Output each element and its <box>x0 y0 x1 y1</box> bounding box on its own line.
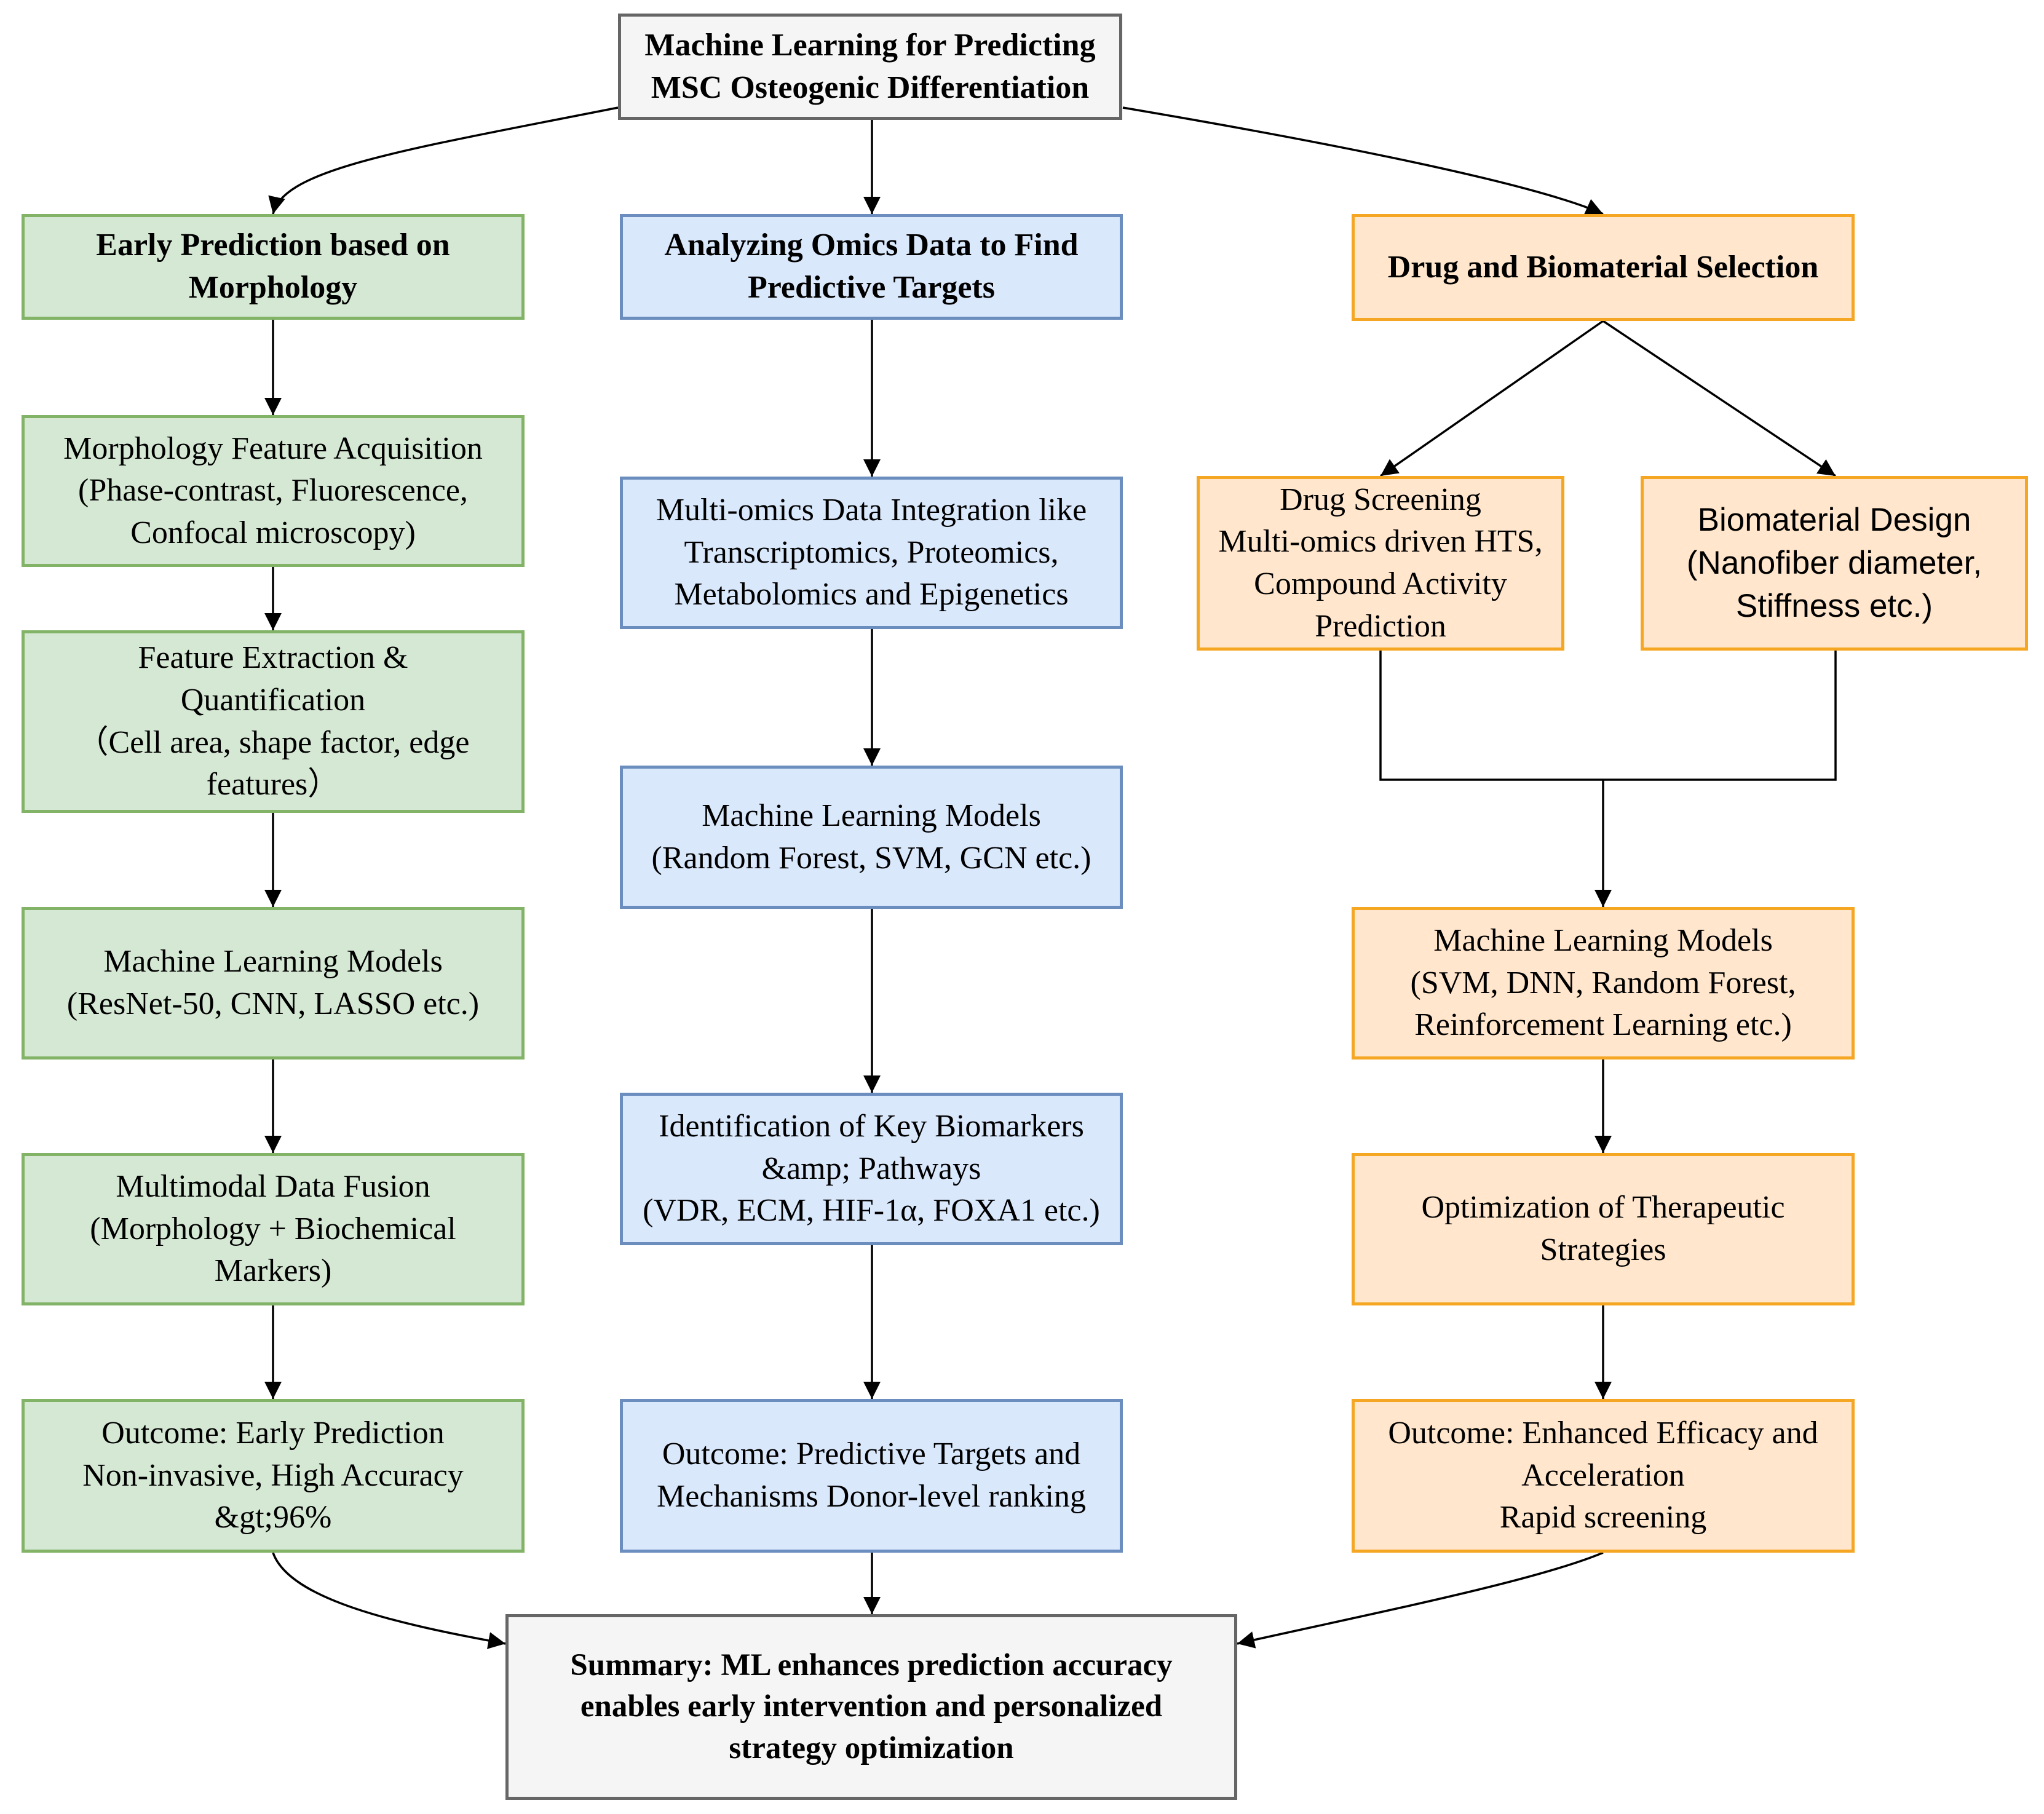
drug-screening-line-2: Multi-omics driven HTS, <box>1218 524 1543 560</box>
morphology-feature-acquisition-node: Morphology Feature Acquisition (Phase-co… <box>22 415 525 567</box>
summary-line-3: strategy optimization <box>729 1730 1014 1765</box>
edge-right-to-drug <box>1380 320 1604 477</box>
biomaterial-line-3: Stiffness etc.) <box>1735 587 1933 624</box>
data-fusion-line-3: Markers) <box>214 1253 332 1289</box>
biomarkers-line-2: &amp; Pathways <box>761 1151 981 1186</box>
feature-extraction-line-2: Quantification <box>180 682 366 718</box>
middle-ml-line-1: Machine Learning Models <box>702 798 1041 833</box>
middle-header-line-1: Analyzing Omics Data to Find <box>664 228 1079 263</box>
middle-outcome-node: Outcome: Predictive Targets and Mechanis… <box>620 1399 1123 1553</box>
feature-acquisition-line-1: Morphology Feature Acquisition <box>63 430 483 466</box>
edge-biomaterial-down <box>1603 651 1837 781</box>
feature-extraction-line-1: Feature Extraction & <box>138 640 408 676</box>
right-header-node: Drug and Biomaterial Selection <box>1352 214 1855 321</box>
biomaterial-line-1: Biomaterial Design <box>1697 502 1971 539</box>
optimization-line-1: Optimization of Therapeutic <box>1421 1190 1785 1226</box>
biomaterial-design-node: Biomaterial Design (Nanofiber diameter, … <box>1641 476 2028 651</box>
key-biomarkers-node: Identification of Key Biomarkers &amp; P… <box>620 1093 1123 1245</box>
integration-line-1: Multi-omics Data Integration like <box>656 493 1087 528</box>
summary-node: Summary: ML enhances prediction accuracy… <box>505 1614 1237 1800</box>
middle-outcome-line-2: Mechanisms Donor-level ranking <box>657 1479 1086 1514</box>
middle-outcome-line-1: Outcome: Predictive Targets and <box>662 1436 1081 1472</box>
middle-ml-line-2: (Random Forest, SVM, GCN etc.) <box>651 840 1091 876</box>
left-header-node: Early Prediction based on Morphology <box>22 214 525 320</box>
left-ml-line-2: (ResNet-50, CNN, LASSO etc.) <box>66 986 480 1021</box>
left-outcome-line-3: &gt;96% <box>214 1500 332 1535</box>
edge-right-outcome-to-summary <box>1237 1551 1604 1649</box>
edge-right-to-biomaterial <box>1602 320 1836 477</box>
right-header-line-1: Drug and Biomaterial Selection <box>1387 249 1819 285</box>
right-ml-line-1: Machine Learning Models <box>1433 923 1773 959</box>
feature-acquisition-line-3: Confocal microscopy) <box>130 515 416 550</box>
right-outcome-line-2: Acceleration <box>1521 1457 1685 1493</box>
multi-omics-integration-node: Multi-omics Data Integration like Transc… <box>620 477 1123 629</box>
middle-ml-models-node: Machine Learning Models (Random Forest, … <box>620 766 1123 909</box>
summary-line-2: enables early intervention and personali… <box>580 1689 1163 1724</box>
biomarkers-line-1: Identification of Key Biomarkers <box>659 1109 1084 1144</box>
biomarkers-line-3: (VDR, ECM, HIF-1α, FOXA1 etc.) <box>643 1193 1100 1229</box>
title-line-1: Machine Learning for Predicting <box>644 27 1096 63</box>
data-fusion-line-1: Multimodal Data Fusion <box>116 1169 430 1205</box>
left-outcome-line-2: Non-invasive, High Accuracy <box>82 1457 464 1493</box>
feature-acquisition-line-2: (Phase-contrast, Fluorescence, <box>78 473 468 509</box>
left-outcome-line-1: Outcome: Early Prediction <box>101 1416 445 1451</box>
feature-extraction-line-4: features） <box>206 767 340 802</box>
left-ml-line-1: Machine Learning Models <box>103 944 443 980</box>
drug-screening-line-1: Drug Screening <box>1280 481 1481 517</box>
feature-extraction-node: Feature Extraction & Quantification （Cel… <box>22 630 525 813</box>
edge-title-to-left <box>268 106 619 215</box>
right-outcome-line-1: Outcome: Enhanced Efficacy and <box>1388 1416 1818 1451</box>
edge-left-outcome-to-summary <box>272 1552 506 1649</box>
right-ml-models-node: Machine Learning Models (SVM, DNN, Rando… <box>1352 907 1855 1059</box>
title-node: Machine Learning for Predicting MSC Oste… <box>618 14 1122 120</box>
edge-drug-down <box>1379 651 1603 781</box>
right-ml-line-2: (SVM, DNN, Random Forest, <box>1410 965 1796 1000</box>
multimodal-data-fusion-node: Multimodal Data Fusion (Morphology + Bio… <box>22 1153 525 1305</box>
edge-title-to-right <box>1122 106 1604 215</box>
middle-header-line-2: Predictive Targets <box>748 270 995 305</box>
summary-line-1: Summary: ML enhances prediction accuracy <box>570 1648 1173 1683</box>
drug-screening-node: Drug Screening Multi-omics driven HTS, C… <box>1197 476 1564 651</box>
integration-line-3: Metabolomics and Epigenetics <box>674 577 1069 612</box>
right-ml-line-3: Reinforcement Learning etc.) <box>1414 1007 1792 1043</box>
drug-screening-line-4: Prediction <box>1315 608 1446 644</box>
middle-header-node: Analyzing Omics Data to Find Predictive … <box>620 214 1123 320</box>
optimization-node: Optimization of Therapeutic Strategies <box>1352 1153 1855 1305</box>
left-header-line-2: Morphology <box>188 270 358 305</box>
optimization-line-2: Strategies <box>1540 1232 1666 1267</box>
right-outcome-line-3: Rapid screening <box>1499 1500 1707 1535</box>
biomaterial-line-2: (Nanofiber diameter, <box>1686 545 1983 582</box>
integration-line-2: Transcriptomics, Proteomics, <box>684 534 1059 570</box>
feature-extraction-line-3: （Cell area, shape factor, edge <box>76 724 470 760</box>
drug-screening-line-3: Compound Activity <box>1254 566 1507 601</box>
left-ml-models-node: Machine Learning Models (ResNet-50, CNN,… <box>22 907 525 1059</box>
data-fusion-line-2: (Morphology + Biochemical <box>90 1211 456 1246</box>
left-header-line-1: Early Prediction based on <box>96 228 450 263</box>
right-outcome-node: Outcome: Enhanced Efficacy and Accelerat… <box>1352 1399 1855 1553</box>
left-outcome-node: Outcome: Early Prediction Non-invasive, … <box>22 1399 525 1553</box>
title-line-2: MSC Osteogenic Differentiation <box>651 69 1090 105</box>
